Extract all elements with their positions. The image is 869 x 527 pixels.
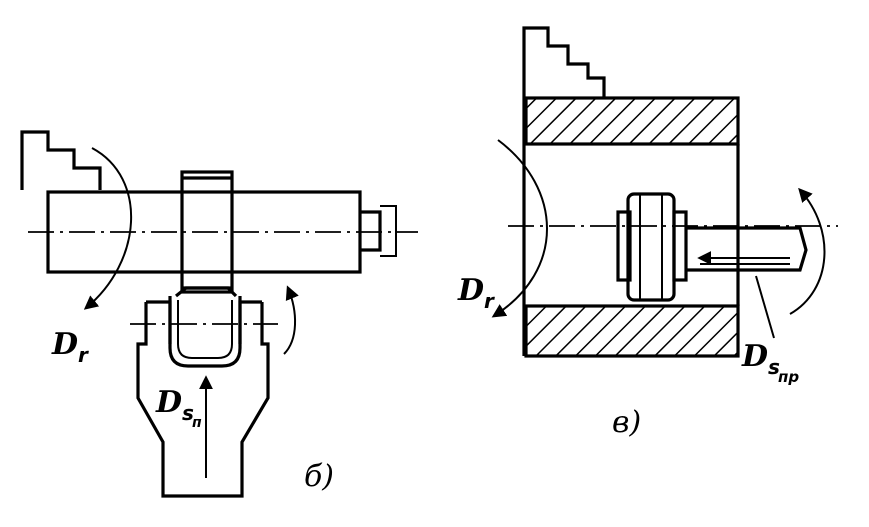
label-ds-b-subsub: п [192, 415, 202, 431]
label-dr-b: D [51, 327, 78, 362]
leader-line [755, 275, 775, 339]
bore-wall-top [524, 96, 740, 146]
label-dr-v: D [457, 273, 484, 308]
caption-b: б) [304, 459, 334, 494]
shaft-end-stub [360, 210, 382, 252]
label-ds-v: D [741, 339, 768, 374]
tool-rotation-arrow [283, 285, 299, 355]
label-ds-v-subsub: пр [778, 368, 799, 386]
cutter-tooth [168, 296, 242, 368]
caption-v: в) [612, 405, 641, 440]
cutter-holder [136, 302, 270, 498]
rotation-arrow-v [491, 139, 548, 318]
tool-rotation-arrow-v [789, 187, 826, 315]
chuck-jaw-v [522, 26, 606, 98]
label-ds-b: D [155, 385, 182, 420]
bore-wall-bottom [524, 304, 740, 358]
gear-disc [180, 170, 234, 294]
chuck-jaw-b [20, 130, 102, 190]
tool-spindle [686, 226, 808, 272]
internal-cutter [626, 192, 676, 302]
label-ds-b-sub: s [182, 401, 194, 425]
figure-b: D r D s п б) [20, 130, 418, 498]
figure-v: D r D s пр в) [457, 26, 838, 440]
label-dr-b-sub: r [78, 343, 89, 367]
label-dr-v-sub: r [484, 289, 495, 313]
label-ds-v-sub: s [768, 355, 780, 379]
rotation-arrow-b [83, 147, 133, 310]
